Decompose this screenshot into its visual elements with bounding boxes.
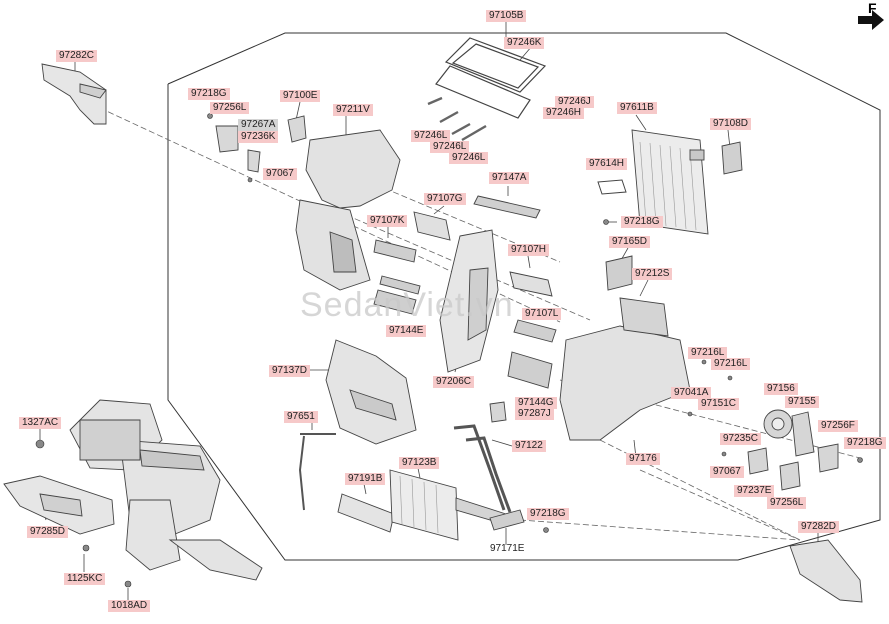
label-1018AD: 1018AD: [108, 600, 151, 612]
label-97282D: 97282D: [798, 521, 840, 533]
part-97107G-door: [413, 211, 451, 241]
label-97246L-c: 97246L: [449, 152, 489, 164]
label-97144G: 97144G: [515, 397, 557, 409]
label-97147A: 97147A: [489, 172, 530, 184]
part-97212S-lower-case: [559, 255, 691, 441]
label-97235C: 97235C: [720, 433, 762, 445]
label-97246L-a: 97246L: [411, 130, 451, 142]
part-97614H-sensor: [597, 179, 627, 195]
label-97122: 97122: [512, 440, 546, 452]
label-97144E: 97144E: [386, 325, 427, 337]
label-97100E: 97100E: [280, 90, 321, 102]
label-97212S: 97212S: [632, 268, 673, 280]
label-97151C: 97151C: [698, 398, 740, 410]
label-1327AC: 1327AC: [19, 417, 62, 429]
front-arrow-icon: [858, 10, 884, 30]
label-97165D: 97165D: [609, 236, 651, 248]
part-97282D-duct: [789, 539, 863, 603]
part-97155-actuator-set: [747, 409, 839, 491]
label-97256L-a: 97256L: [210, 102, 250, 114]
part-97144G-door: [507, 351, 553, 389]
label-97206C: 97206C: [433, 376, 475, 388]
label-97041A: 97041A: [671, 387, 712, 399]
part-97144E-door: [373, 275, 421, 315]
part-97282C-duct: [41, 63, 107, 125]
label-97171E: 97171E: [490, 543, 525, 554]
corner-mark: F: [868, 0, 877, 16]
label-97211V: 97211V: [333, 104, 373, 116]
label-97246K: 97246K: [504, 37, 545, 49]
part-97211V-upper-case: [295, 129, 401, 291]
label-97123B: 97123B: [399, 457, 440, 469]
part-97246-gasket-frame: [427, 37, 547, 142]
label-97067-a: 97067: [263, 168, 297, 180]
label-97256F: 97256F: [818, 420, 858, 432]
assembly-frame: [167, 32, 881, 561]
watermark: SedanViet.vn: [300, 286, 514, 324]
label-97256L-b: 97256L: [767, 497, 807, 509]
part-97191B-filter: [337, 493, 395, 533]
label-97216L-b: 97216L: [711, 358, 751, 370]
part-97147A-seal: [473, 195, 541, 219]
part-97123B-heater-core: [389, 469, 507, 541]
label-97611B: 97611B: [617, 102, 657, 114]
label-97067-b: 97067: [710, 466, 744, 478]
label-97107G: 97107G: [424, 193, 466, 205]
label-97218G-b: 97218G: [621, 216, 663, 228]
part-97651-hose: [298, 433, 336, 511]
label-97285D: 97285D: [27, 526, 69, 538]
label-97108D: 97108D: [710, 118, 752, 130]
label-97107L: 97107L: [522, 308, 562, 320]
part-97287J-clip: [489, 401, 507, 423]
part-assembled-unit: [69, 399, 263, 581]
label-97237E: 97237E: [734, 485, 775, 497]
label-97267A: 97267A: [238, 119, 279, 131]
part-97137D-lower-duct: [325, 339, 417, 445]
part-97107H-door: [509, 271, 553, 297]
label-97107H: 97107H: [508, 244, 550, 256]
part-97206C-divider: [439, 229, 499, 373]
label-97137D: 97137D: [269, 365, 311, 377]
label-97651: 97651: [284, 411, 318, 423]
part-97285D-cover: [3, 475, 115, 535]
label-97246L-b: 97246L: [430, 141, 470, 153]
part-97611B-evaporator: [631, 129, 743, 235]
label-97105B: 97105B: [486, 10, 527, 22]
part-97107L-door: [513, 319, 557, 343]
label-97218G-d: 97218G: [527, 508, 569, 520]
label-1125KC: 1125KC: [64, 573, 106, 585]
label-97246H: 97246H: [543, 107, 585, 119]
label-97216L-a: 97216L: [688, 347, 728, 359]
label-97236K: 97236K: [238, 131, 279, 143]
label-97218G-c: 97218G: [844, 437, 886, 449]
label-97614H: 97614H: [586, 158, 628, 170]
label-97246J: 97246J: [555, 96, 594, 108]
fasteners: [35, 113, 863, 588]
label-97218G-a: 97218G: [188, 88, 230, 100]
label-97191B: 97191B: [345, 473, 386, 485]
label-97156: 97156: [764, 383, 798, 395]
label-97282C: 97282C: [56, 50, 98, 62]
part-97236K-actuator: [215, 115, 307, 173]
label-97176: 97176: [626, 453, 660, 465]
part-97122-pipe: [453, 424, 512, 513]
label-97287J: 97287J: [515, 408, 554, 420]
part-97171E-seal: [489, 509, 525, 531]
part-97107K-door: [373, 239, 417, 263]
label-97155: 97155: [785, 396, 819, 408]
label-97107K: 97107K: [367, 215, 408, 227]
